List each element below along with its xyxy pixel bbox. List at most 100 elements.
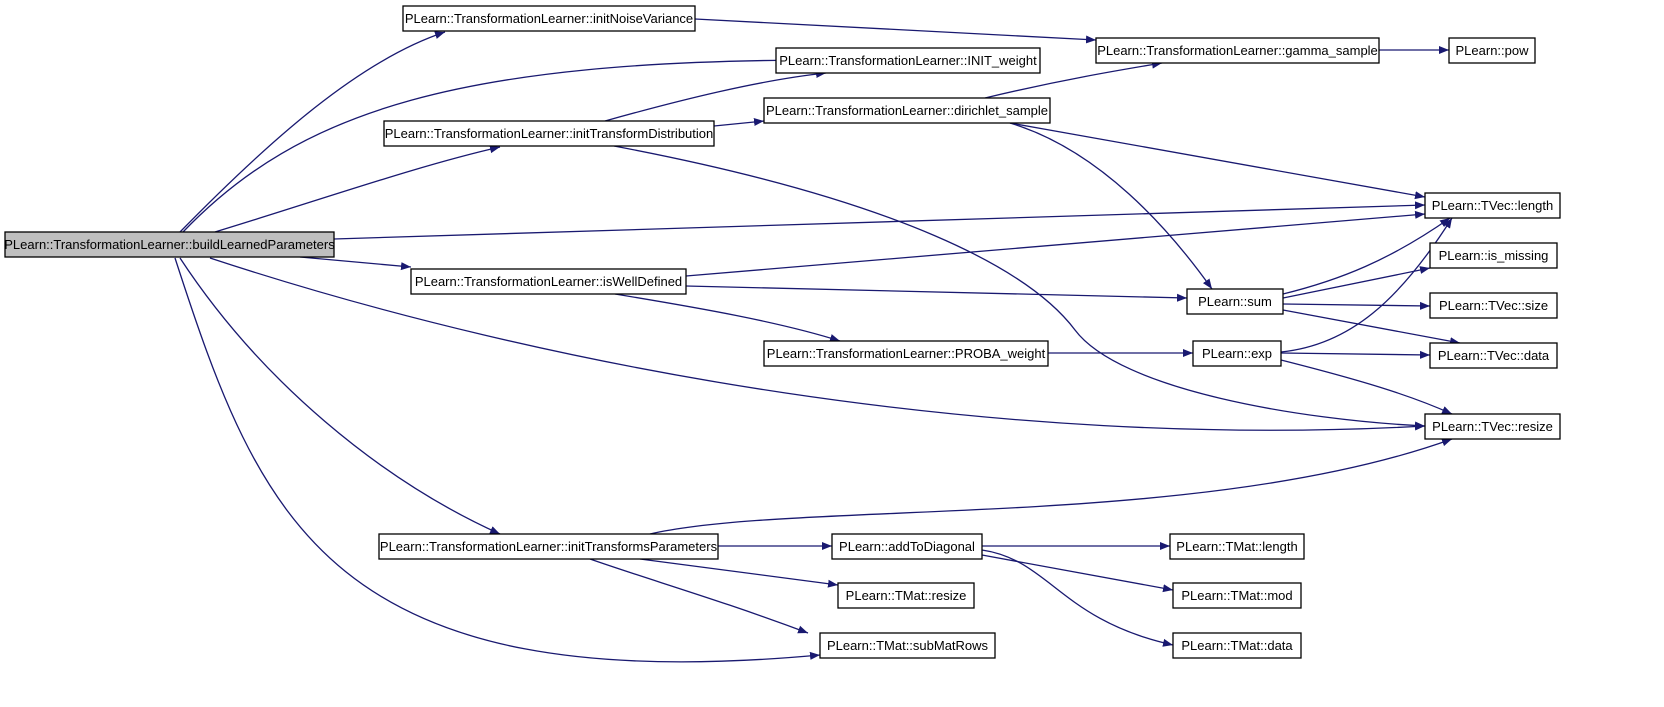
graph-node-tmatResize[interactable]: PLearn::TMat::resize [837,582,975,609]
graph-node-initNoise[interactable]: PLearn::TransformationLearner::initNoise… [402,5,696,32]
node-box [1429,292,1558,319]
node-box [410,268,687,295]
node-box [378,533,719,560]
graph-node-tvecSize[interactable]: PLearn::TVec::size [1429,292,1558,319]
graph-node-tvecLength[interactable]: PLearn::TVec::length [1424,192,1561,219]
node-label: PLearn::TransformationLearner::gamma_sam… [1097,43,1378,58]
edge-build-to-initTD [214,145,501,233]
edge-dirichlet-to-sum [1009,122,1213,290]
node-box [1448,37,1536,64]
node-label: PLearn::TMat::mod [1181,588,1292,603]
node-box [1186,288,1284,315]
node-box [763,340,1049,367]
node-label: PLearn::is_missing [1439,248,1549,263]
edge-addToDiagonal-to-tmatMod [981,554,1174,593]
edge-exp-to-tvecLength [1280,217,1453,353]
edge-initTP-to-tmatResize [639,558,839,588]
node-label: PLearn::TVec::data [1438,348,1550,363]
graph-node-initTP[interactable]: PLearn::TransformationLearner::initTrans… [378,533,719,560]
edge-initTD-to-tvecResize [613,145,1426,430]
node-label: PLearn::TMat::data [1181,638,1293,653]
edges-layer [174,18,1461,663]
node-box [1169,533,1305,560]
graph-node-isMissing[interactable]: PLearn::is_missing [1429,242,1558,269]
node-label: PLearn::TVec::resize [1432,419,1553,434]
node-label: PLearn::TVec::size [1439,298,1548,313]
node-label: PLearn::TransformationLearner::initTrans… [385,126,714,141]
edge-isWellDefined-to-sum [685,285,1188,302]
node-label: PLearn::TMat::subMatRows [827,638,989,653]
edge-isWellDefined-to-tvecLength [685,210,1426,277]
node-label: PLearn::TMat::resize [846,588,967,603]
edge-sum-to-tvecData [1282,309,1461,346]
edge-build-to-isWellDefined [299,256,412,271]
node-box [1429,242,1558,269]
edge-build-to-initNoise [179,31,446,233]
node-box [1424,413,1561,440]
node-box [1172,582,1302,609]
graph-node-build[interactable]: PLearn::TransformationLearner::buildLear… [4,231,335,258]
graph-node-tmatSubMatRows[interactable]: PLearn::TMat::subMatRows [819,632,996,659]
node-label: PLearn::TransformationLearner::dirichlet… [766,103,1048,118]
graph-node-isWellDefined[interactable]: PLearn::TransformationLearner::isWellDef… [410,268,687,295]
edge-initTD-to-initWeight [604,70,827,122]
edge-initTP-to-tmatSubMatRows [589,558,809,634]
node-label: PLearn::TransformationLearner::INIT_weig… [779,53,1037,68]
graph-node-tmatData[interactable]: PLearn::TMat::data [1172,632,1302,659]
edge-exp-to-tvecData [1280,350,1431,359]
node-label: PLearn::TransformationLearner::PROBA_wei… [767,346,1046,361]
node-label: PLearn::addToDiagonal [839,539,975,554]
edge-build-to-tmatSubMatRows [174,257,821,663]
edge-isWellDefined-to-probaWeight [614,293,841,342]
edge-dirichlet-to-tvecLength [1009,122,1426,200]
graph-node-pow[interactable]: PLearn::pow [1448,37,1536,64]
node-label: PLearn::TVec::length [1432,198,1553,213]
node-box [763,97,1051,124]
node-label: PLearn::TransformationLearner::isWellDef… [415,274,682,289]
node-box [1192,340,1282,367]
node-label: PLearn::TMat::length [1176,539,1297,554]
nodes-layer: PLearn::TransformationLearner::buildLear… [4,5,1561,659]
edge-sum-to-tvecLength [1282,217,1451,295]
graph-node-sum[interactable]: PLearn::sum [1186,288,1284,315]
graph-node-tvecData[interactable]: PLearn::TVec::data [1429,342,1558,369]
node-box [819,632,996,659]
node-box [1424,192,1561,219]
node-box [1095,37,1380,64]
graph-node-exp[interactable]: PLearn::exp [1192,340,1282,367]
graph-node-initTD[interactable]: PLearn::TransformationLearner::initTrans… [383,120,715,147]
node-label: PLearn::exp [1202,346,1272,361]
node-box [831,533,983,560]
node-label: PLearn::pow [1456,43,1530,58]
node-label: PLearn::TransformationLearner::initNoise… [405,11,693,26]
edge-initTP-to-tvecResize [649,438,1453,535]
node-box [1429,342,1558,369]
graph-node-dirichlet[interactable]: PLearn::TransformationLearner::dirichlet… [763,97,1051,124]
graph-node-tvecResize[interactable]: PLearn::TVec::resize [1424,413,1561,440]
graph-node-gamma[interactable]: PLearn::TransformationLearner::gamma_sam… [1095,37,1380,64]
node-box [837,582,975,609]
node-label: PLearn::TransformationLearner::initTrans… [380,539,718,554]
node-box [4,231,335,258]
node-label: PLearn::sum [1198,294,1272,309]
edge-build-to-initTP [179,257,501,535]
edge-sum-to-isMissing [1282,266,1431,299]
node-label: PLearn::TransformationLearner::buildLear… [4,237,335,252]
edge-build-to-tvecResize [209,257,1426,431]
edge-dirichlet-to-gamma [984,60,1163,99]
node-box [1172,632,1302,659]
node-box [383,120,715,147]
edge-initNoise-to-gamma [694,18,1097,44]
edge-initTD-to-dirichlet [713,118,765,127]
node-box [402,5,696,32]
graph-node-tmatMod[interactable]: PLearn::TMat::mod [1172,582,1302,609]
graph-node-initWeight[interactable]: PLearn::TransformationLearner::INIT_weig… [775,47,1041,74]
graph-node-tmatLength[interactable]: PLearn::TMat::length [1169,533,1305,560]
graph-node-probaWeight[interactable]: PLearn::TransformationLearner::PROBA_wei… [763,340,1049,367]
graph-node-addToDiagonal[interactable]: PLearn::addToDiagonal [831,533,983,560]
node-box [775,47,1041,74]
edge-addToDiagonal-to-tmatData [981,549,1174,647]
edge-exp-to-tvecResize [1280,359,1453,415]
edge-build-to-tvecLength [333,201,1426,240]
